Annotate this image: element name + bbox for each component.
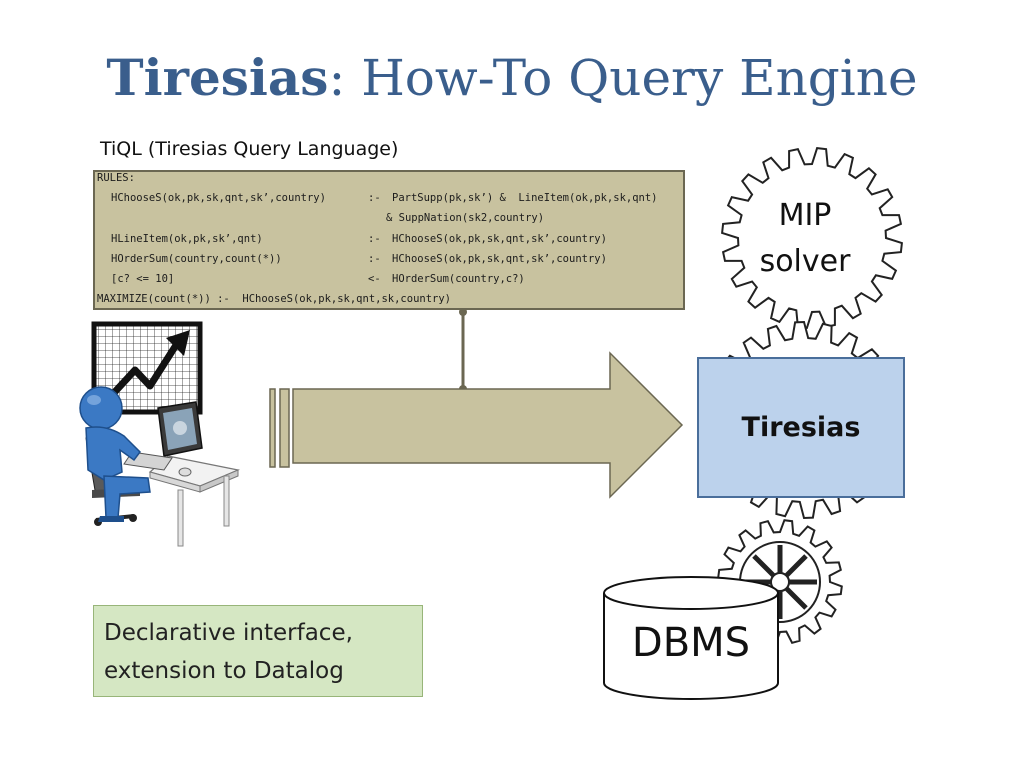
code-rule-head: [c? <= 10]	[111, 273, 175, 285]
code-rule-body: HOrderSum(country,c?)	[392, 273, 525, 285]
gear-icon	[721, 147, 903, 329]
code-rule-operator: :-	[368, 253, 381, 265]
title-strong: Tiresias	[106, 48, 329, 107]
dbms-cylinder-icon	[603, 576, 779, 700]
tiresias-engine-box: Tiresias	[697, 357, 905, 498]
tiql-label: TiQL (Tiresias Query Language)	[100, 138, 399, 160]
code-rule-body: & SuppNation(sk2,country)	[386, 212, 545, 224]
mip-solver-label: MIP solver	[745, 193, 865, 285]
note-line2: extension to Datalog	[104, 658, 344, 684]
code-rule-operator: <-	[368, 273, 381, 285]
code-rule-body: HChooseS(ok,pk,sk,qnt,sk’,country)	[392, 253, 607, 265]
connector-line	[459, 308, 467, 393]
title-rest: : How-To Query Engine	[328, 49, 918, 107]
code-rules-header: RULES:	[97, 172, 135, 184]
code-rule-head: HOrderSum(country,count(*))	[111, 253, 282, 265]
tiql-code-box: RULES: HChooseS(ok,pk,sk,qnt,sk’,country…	[93, 170, 685, 310]
mip-solver-line1: MIP	[778, 198, 832, 233]
tiresias-engine-label: Tiresias	[741, 412, 861, 443]
slide-title: Tiresias: How-To Query Engine	[0, 48, 1024, 107]
code-rule-operator: :-	[368, 233, 381, 245]
declarative-note-box: Declarative interface, extension to Data…	[93, 605, 423, 697]
dbms-label: DBMS	[631, 620, 751, 666]
note-line1: Declarative interface,	[104, 620, 353, 646]
query-arrow	[269, 351, 684, 499]
growth-chart-icon	[91, 321, 203, 415]
mip-solver-line2: solver	[759, 244, 851, 279]
code-objective: MAXIMIZE(count(*)) :- HChooseS(ok,pk,sk,…	[97, 293, 452, 305]
user-at-computer-icon	[79, 386, 241, 547]
code-rule-head: HLineItem(ok,pk,sk’,qnt)	[111, 233, 263, 245]
code-rule-head: HChooseS(ok,pk,sk,qnt,sk’,country)	[111, 192, 326, 204]
code-rule-operator: :-	[368, 192, 381, 204]
code-rule-body: HChooseS(ok,pk,sk,qnt,sk’,country)	[392, 233, 607, 245]
code-rule-body: PartSupp(pk,sk’) & LineItem(ok,pk,sk,qnt…	[392, 192, 658, 204]
